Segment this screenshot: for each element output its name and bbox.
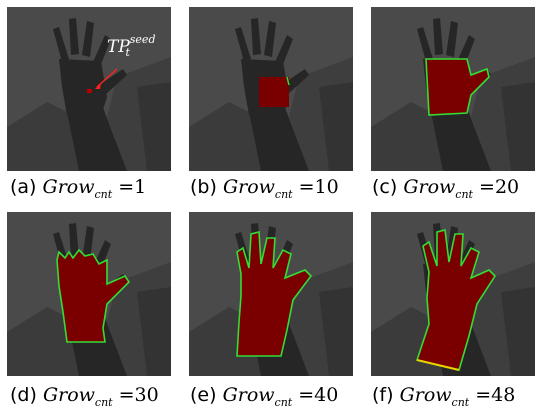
caption-a: (a) Growcnt =1 [10,172,146,202]
panel-c [371,7,535,171]
caption-var: Grow [222,176,275,198]
panel-a-image [7,7,171,171]
caption-sub: cnt [274,396,293,409]
caption-var: Grow [222,384,275,406]
panel-d [7,212,171,376]
panel-c-image [371,7,535,171]
annotation-base: TP [107,37,130,57]
caption-var: Grow [42,176,95,198]
caption-sub: cnt [274,188,293,201]
grown-region [56,248,131,343]
caption-value: 1 [134,176,147,198]
caption-sub: cnt [94,188,113,201]
caption-var: Grow [399,384,452,406]
seed-arrowhead [95,83,101,89]
caption-eq: = [475,384,492,406]
caption-sub: cnt [455,188,473,201]
caption-value: 20 [494,176,520,198]
caption-var: Grow [42,384,95,406]
wrist-cut-contour [416,359,460,371]
caption-letter: (b) [190,176,217,198]
caption-eq: = [118,176,135,198]
caption-eq: = [298,384,315,406]
grown-region [425,58,490,116]
caption-c: (c) Growcnt =20 [372,172,519,202]
caption-d: (d) Growcnt =30 [10,380,159,410]
panel-b [189,7,353,171]
panel-f [371,212,535,376]
panel-d-image [7,212,171,376]
region-contour [286,76,290,86]
caption-f: (f) Growcnt =48 [372,380,515,410]
panel-e [189,212,353,376]
caption-eq: = [298,176,315,198]
annotation-sub: t [125,46,130,59]
caption-value: 30 [134,384,159,406]
grown-region [236,230,313,357]
caption-letter: (c) [372,176,398,198]
caption-e: (e) Growcnt =40 [190,380,338,410]
caption-eq: = [118,384,135,406]
caption-letter: (f) [372,384,394,406]
caption-var: Grow [403,176,456,198]
annotation-sup: seed [129,33,156,46]
caption-letter: (a) [10,176,37,198]
caption-letter: (d) [10,384,37,406]
caption-sub: cnt [451,396,470,409]
seed-annotation: TPseedt [107,33,160,59]
panel-f-image [371,212,535,376]
panel-e-image [189,212,353,376]
caption-sub: cnt [94,396,113,409]
caption-letter: (e) [190,384,217,406]
caption-b: (b) Growcnt =10 [190,172,339,202]
seed-point [87,89,92,93]
caption-value: 48 [491,384,516,406]
panel-a: TPseedt [7,7,171,171]
caption-value: 10 [314,176,339,198]
panel-b-image [189,7,353,171]
grown-region [259,77,289,107]
caption-value: 40 [314,384,339,406]
caption-eq: = [479,176,495,198]
